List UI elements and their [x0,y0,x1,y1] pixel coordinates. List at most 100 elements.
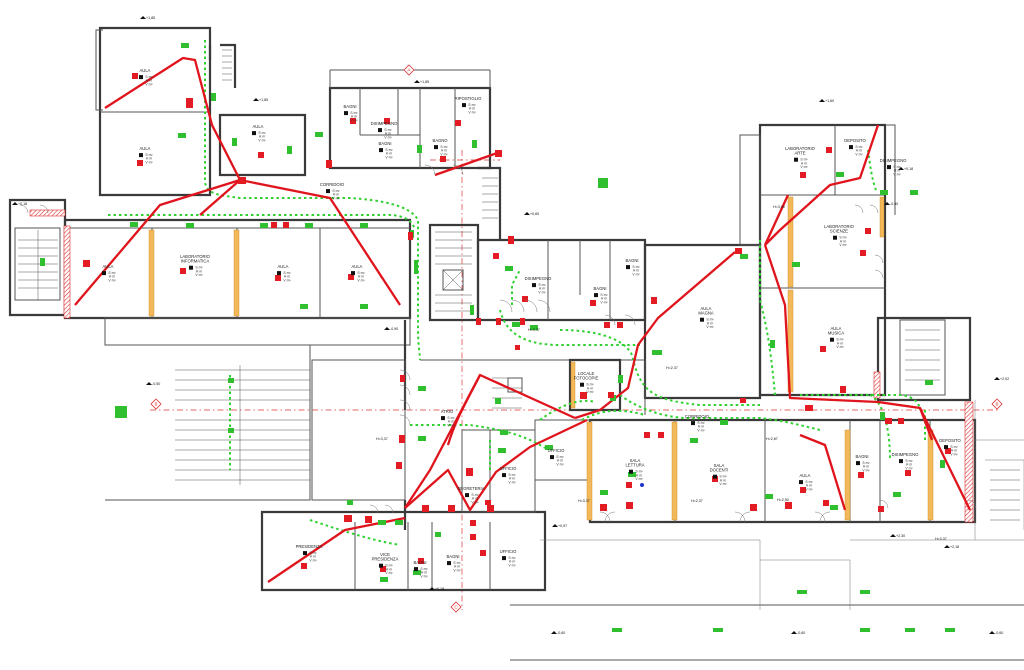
level-label: +1,60 [825,99,834,103]
room-detail: V m³ [350,118,358,122]
room-detail: H m [856,149,862,153]
room-tag-icon [303,551,307,556]
room-detail: V m³ [309,558,317,562]
room-detail: S m² [453,561,461,565]
room-label: BAGNI [343,104,356,109]
room-detail: H m [109,275,115,279]
room-detail: S m² [468,103,476,107]
room-detail: S m² [839,236,847,240]
room-tag-icon [550,455,554,460]
room-detail: S m² [697,421,705,425]
room-detail: S m² [145,75,153,79]
room-tag-icon [833,235,837,240]
room-detail: H m [284,275,290,279]
room-detail: V m³ [508,480,516,484]
room-detail: V m³ [258,138,266,142]
room-detail: S m² [195,266,203,270]
room-label: UFFICIO [500,549,517,554]
room-detail: V m³ [719,482,727,486]
axis-label: A [407,68,410,73]
stairs [18,49,1020,521]
room-detail: H m [801,161,807,165]
room-detail: V m³ [108,278,116,282]
room-detail: V m³ [538,290,546,294]
room-label: SEGRETERIA [458,486,485,491]
room-tag-icon [462,103,466,108]
level-label: H=3,37 [935,537,947,541]
level-marker: H=3,37 [935,537,947,541]
room-tag-icon [794,157,798,162]
level-marker: +2,02 [994,377,1009,381]
room-detail: H m [601,297,607,301]
level-marker: +1,85 [253,98,268,102]
room-detail: S m² [145,153,153,157]
level-marker: -0,60 [989,631,1003,635]
level-triangle-icon [791,631,797,634]
room-tag-icon [326,189,330,194]
room-detail: H m [863,465,869,469]
room-detail: V m³ [855,152,863,156]
room-label: UFFICIO [548,448,565,453]
level-triangle-icon [253,98,259,101]
room-tag-icon [379,148,383,153]
room-detail: H m [707,321,713,325]
room-detail: H m [587,386,593,390]
room-label: PRESIDENZA [296,544,323,549]
room-detail: S m² [950,445,958,449]
room-tag-icon [899,459,903,464]
level-marker: +0,97 [552,524,567,528]
room-label: BAGNI [413,560,426,565]
room-detail: V m³ [384,135,392,139]
room-detail: S m² [385,148,393,152]
room-detail: H m [539,287,545,291]
level-label: +0,18 [435,587,444,591]
level-triangle-icon [884,202,890,205]
room-label: AULA [278,264,289,269]
axis-marker-C: C [450,601,462,613]
level-label: H=2,50 [777,498,789,502]
room-label: RIPOSTIGLIO [455,96,483,101]
room-detail: V m³ [357,278,365,282]
room-label: BAGNO [432,138,448,143]
room-detail: S m² [862,461,870,465]
room-detail: S m² [108,271,116,275]
level-marker: +1,85 [414,80,429,84]
room-label: BAGNI [855,454,868,459]
axis-diamond-icon [450,601,462,613]
room-tag-icon [441,416,445,421]
room-detail: H m [386,152,392,156]
axis-diamond-icon [403,64,415,76]
room-label: BAGNI [378,141,391,146]
room-detail: H m [840,239,846,243]
level-markers: +1,85+1,85+1,85+0,18+0,60-0,90+2,02-0,50… [12,16,1009,635]
room-tag-icon [465,493,469,498]
room-label: DEPOSITO [939,438,961,443]
room-tag-icon [351,271,355,276]
level-label: -0,60 [995,631,1003,635]
room-detail: V m³ [950,452,958,456]
room-tag-icon [252,131,256,136]
room-detail: S m² [855,145,863,149]
room-detail: H m [698,425,704,429]
room-detail: H m [472,497,478,501]
room-tag-icon [502,556,506,561]
room-label: BAGNI [593,286,606,291]
room-label: CORRIDOIO [685,414,710,419]
room-detail: H m [351,115,357,119]
room-detail: V m³ [468,110,476,114]
level-triangle-icon [524,212,530,215]
